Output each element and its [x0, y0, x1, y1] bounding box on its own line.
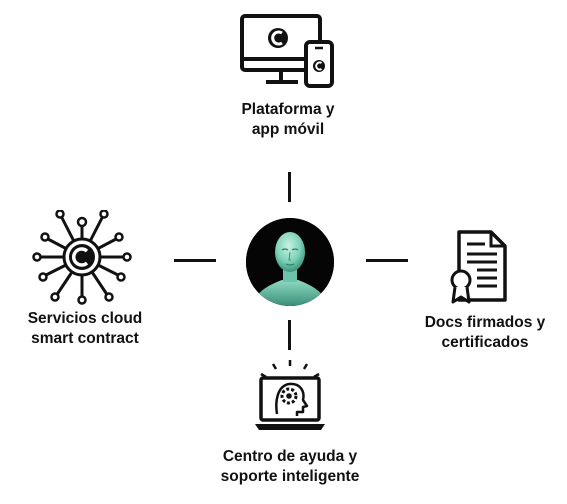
node-label-cloud-services: Servicios cloud smart contract — [10, 309, 160, 349]
label-line: Docs firmados y — [424, 314, 546, 331]
label-line: Servicios cloud — [27, 310, 143, 327]
node-label-signed-docs: Docs firmados y certificados — [405, 313, 565, 353]
connector-bottom — [288, 320, 291, 350]
label-line: certificados — [441, 334, 529, 351]
laptop-ai-head-icon — [255, 360, 325, 430]
connector-right — [366, 259, 408, 262]
connector-left — [174, 259, 216, 262]
connector-top — [288, 172, 291, 202]
certificate-document-icon — [450, 230, 507, 304]
label-line: Plataforma y — [241, 101, 335, 118]
monitor-phone-icon — [240, 14, 334, 88]
label-line: soporte inteligente — [220, 468, 360, 485]
label-line: smart contract — [31, 330, 139, 347]
label-line: app móvil — [251, 121, 325, 138]
node-label-platform: Plataforma y app móvil — [213, 100, 363, 140]
center-avatar — [246, 218, 334, 306]
node-label-help-center: Centro de ayuda y soporte inteligente — [200, 447, 380, 487]
ai-avatar-icon — [246, 218, 334, 306]
circuit-chip-icon — [32, 210, 132, 305]
label-line: Centro de ayuda y — [222, 448, 358, 465]
